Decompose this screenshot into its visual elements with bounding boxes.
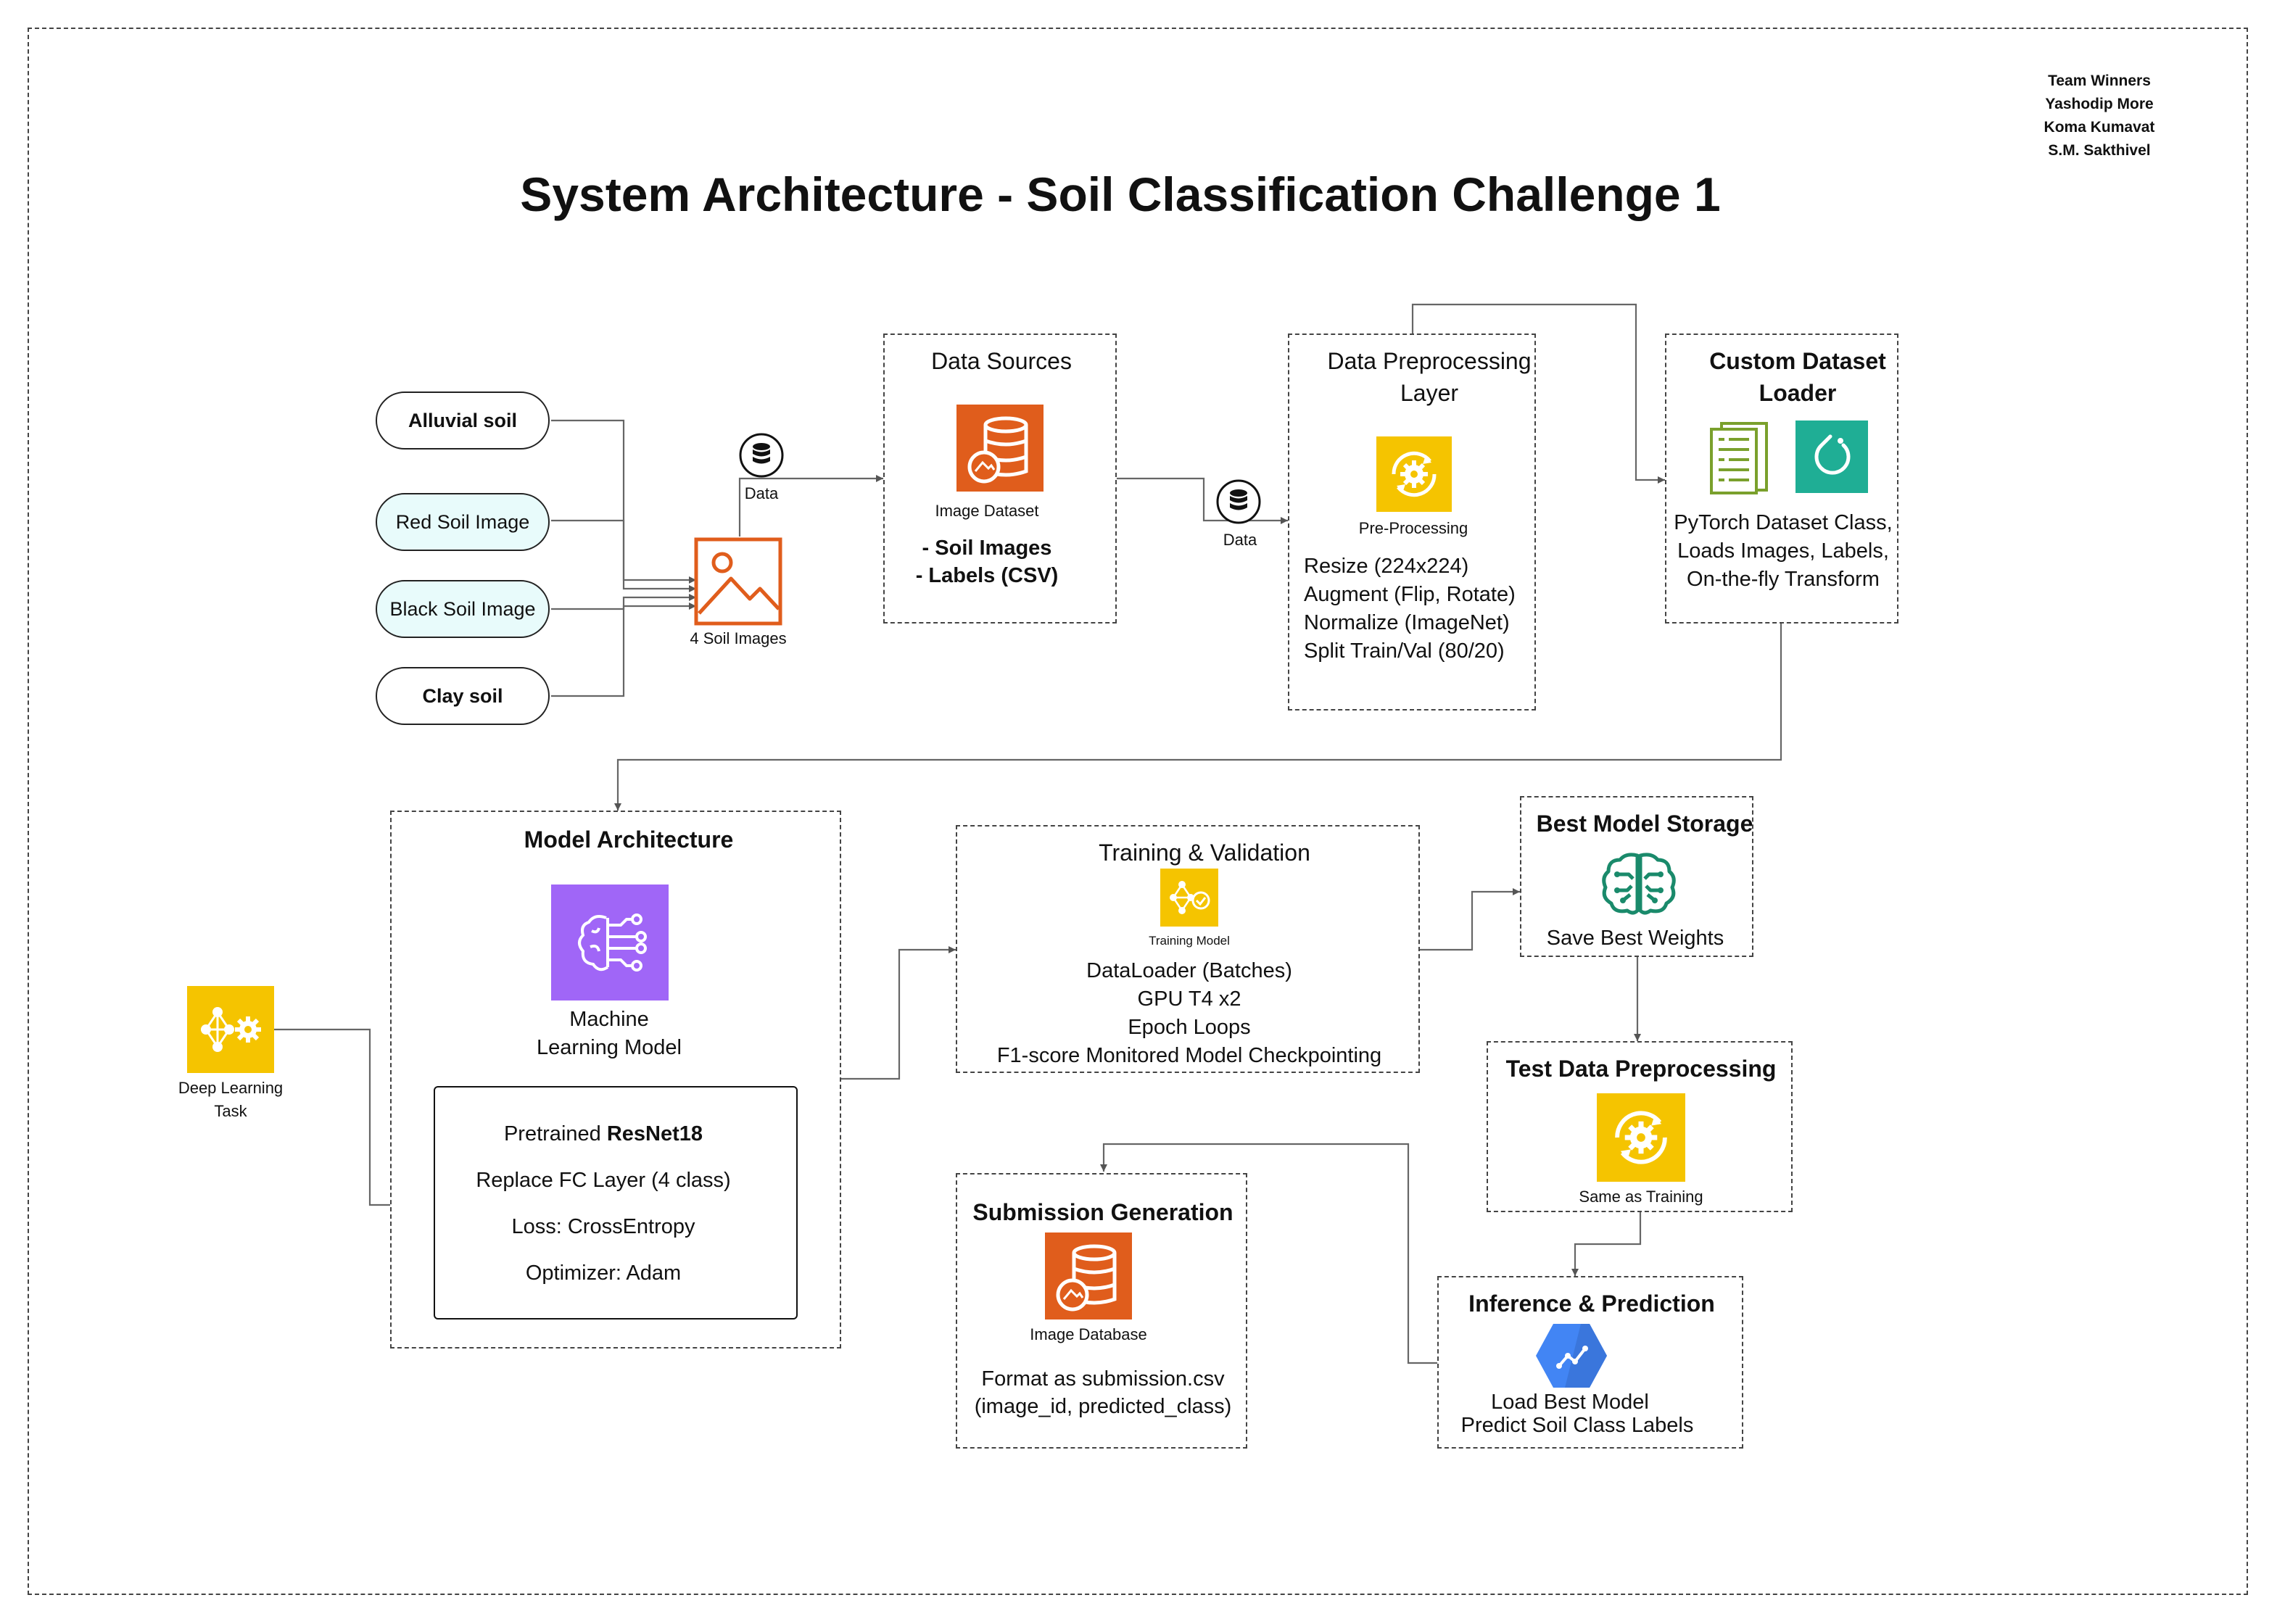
test-preprocessing-box: Test Data Preprocessing Same as Training <box>1487 1041 1793 1212</box>
team-member: S.M. Sakthivel <box>2048 142 2151 159</box>
model-detail-item: Loss: CrossEntropy <box>511 1215 695 1238</box>
preprocessing-title: Data Preprocessing <box>1327 348 1532 374</box>
soil-input-red: Red Soil Image <box>376 493 550 551</box>
training-icon-label: Training Model <box>1149 934 1230 948</box>
data-sources-title: Data Sources <box>931 348 1072 374</box>
preprocessing-item: Resize (224x224) <box>1304 555 1469 578</box>
pretrained-model: ResNet18 <box>606 1122 703 1146</box>
best-model-title: Best Model Storage <box>1536 811 1753 837</box>
submission-icon-label: Image Database <box>1030 1325 1147 1343</box>
soil-input-alluvial: Alluvial soil <box>376 392 550 450</box>
model-details-box: Pretrained ResNet18 Replace FC Layer (4 … <box>434 1086 798 1320</box>
model-architecture-title: Model Architecture <box>524 826 734 853</box>
training-box: Training & Validation Training Model Dat… <box>956 825 1420 1073</box>
inference-box: Inference & Prediction Load Best Model P… <box>1437 1276 1743 1449</box>
training-item: DataLoader (Batches) <box>1086 959 1292 982</box>
hexagon-analytics-icon <box>1533 1321 1610 1391</box>
deep-learning-label-line2: Task <box>214 1102 247 1120</box>
pytorch-icon <box>1795 420 1868 493</box>
model-detail-item: Optimizer: Adam <box>525 1262 682 1285</box>
ml-model-label-line2: Learning Model <box>537 1036 682 1059</box>
best-model-box: Best Model Storage Save Best Weights <box>1520 796 1753 957</box>
image-icon <box>693 536 783 626</box>
data-sources-icon-label: Image Dataset <box>935 502 1039 520</box>
inference-title: Inference & Prediction <box>1468 1290 1715 1317</box>
dataset-loader-title-line2: Loader <box>1759 380 1837 406</box>
best-model-label: Save Best Weights <box>1546 927 1724 950</box>
database-icon <box>738 432 785 478</box>
images-label: 4 Soil Images <box>690 629 787 647</box>
neural-brain-icon <box>551 884 669 1000</box>
data-sources-box: Data Sources Image Dataset - Soil Images… <box>883 334 1117 624</box>
training-item: Epoch Loops <box>1128 1016 1251 1039</box>
model-detail-item: Replace FC Layer (4 class) <box>476 1169 731 1192</box>
circuit-brain-icon <box>1598 850 1679 916</box>
gear-cycle-icon <box>1376 436 1452 512</box>
data-label: Data <box>744 484 779 502</box>
preprocessing-item: Normalize (ImageNet) <box>1304 611 1510 634</box>
soil-input-clay: Clay soil <box>376 667 550 725</box>
gear-cycle-icon <box>1597 1093 1685 1182</box>
training-list: DataLoader (Batches) GPU T4 x2 Epoch Loo… <box>957 957 1421 1070</box>
soil-input-black: Black Soil Image <box>376 580 550 638</box>
training-check-icon <box>1160 869 1218 927</box>
data-sources-item: - Labels (CSV) <box>915 564 1059 587</box>
team-member: Yashodip More <box>2045 96 2154 112</box>
dataset-loader-line: PyTorch Dataset Class, <box>1674 511 1893 534</box>
preprocessing-item: Augment (Flip, Rotate) <box>1304 583 1516 606</box>
dataset-loader-line: Loads Images, Labels, <box>1677 539 1889 563</box>
page-frame <box>28 28 2248 1595</box>
inference-line: Predict Soil Class Labels <box>1460 1414 1694 1437</box>
team-name: Team Winners <box>2048 72 2151 89</box>
submission-title: Submission Generation <box>972 1199 1233 1225</box>
dataset-loader-title: Custom Dataset <box>1709 348 1886 374</box>
dataset-loader-box: Custom Dataset Loader PyTorch Dataset Cl… <box>1665 334 1898 624</box>
deep-learning-label: Deep Learning <box>178 1079 284 1097</box>
submission-line: (image_id, predicted_class) <box>974 1395 1232 1418</box>
pretrained-prefix: Pretrained <box>503 1122 601 1146</box>
data-sources-item: - Soil Images <box>922 536 1052 560</box>
training-item: GPU T4 x2 <box>1137 987 1241 1011</box>
submission-line: Format as submission.csv <box>981 1367 1225 1391</box>
database-image-icon <box>956 405 1044 492</box>
test-preprocessing-title: Test Data Preprocessing <box>1505 1056 1777 1082</box>
training-item: F1-score Monitored Model Checkpointing <box>996 1044 1382 1067</box>
team-list: Team Winners Yashodip More Koma Kumavat … <box>2009 70 2190 162</box>
team-member: Koma Kumavat <box>2043 119 2155 136</box>
database-icon <box>1215 478 1262 525</box>
dataset-loader-line: On-the-fly Transform <box>1687 568 1880 591</box>
dataset-loader-lines: PyTorch Dataset Class, Loads Images, Lab… <box>1666 509 1900 594</box>
test-preprocessing-icon-label: Same as Training <box>1579 1188 1703 1206</box>
submission-box: Submission Generation Image Database For… <box>956 1173 1247 1449</box>
database-image-icon <box>1044 1232 1133 1320</box>
preprocessing-item: Split Train/Val (80/20) <box>1304 639 1505 663</box>
data-label: Data <box>1223 531 1257 549</box>
ml-model-label: Machine <box>569 1008 649 1031</box>
training-title: Training & Validation <box>1099 840 1310 866</box>
documents-icon <box>1708 420 1769 496</box>
preprocessing-box: Data Preprocessing Layer Pre-Processing … <box>1288 334 1536 710</box>
pretrained-line: Pretrained ResNet18 <box>435 1119 772 1148</box>
inference-line: Load Best Model <box>1491 1391 1649 1414</box>
network-gear-icon <box>187 986 274 1073</box>
preprocessing-icon-label: Pre-Processing <box>1358 519 1468 537</box>
page-title: System Architecture - Soil Classificatio… <box>520 167 1721 221</box>
preprocessing-title-line2: Layer <box>1400 380 1459 406</box>
preprocessing-list: Resize (224x224) Augment (Flip, Rotate) … <box>1304 552 1516 666</box>
